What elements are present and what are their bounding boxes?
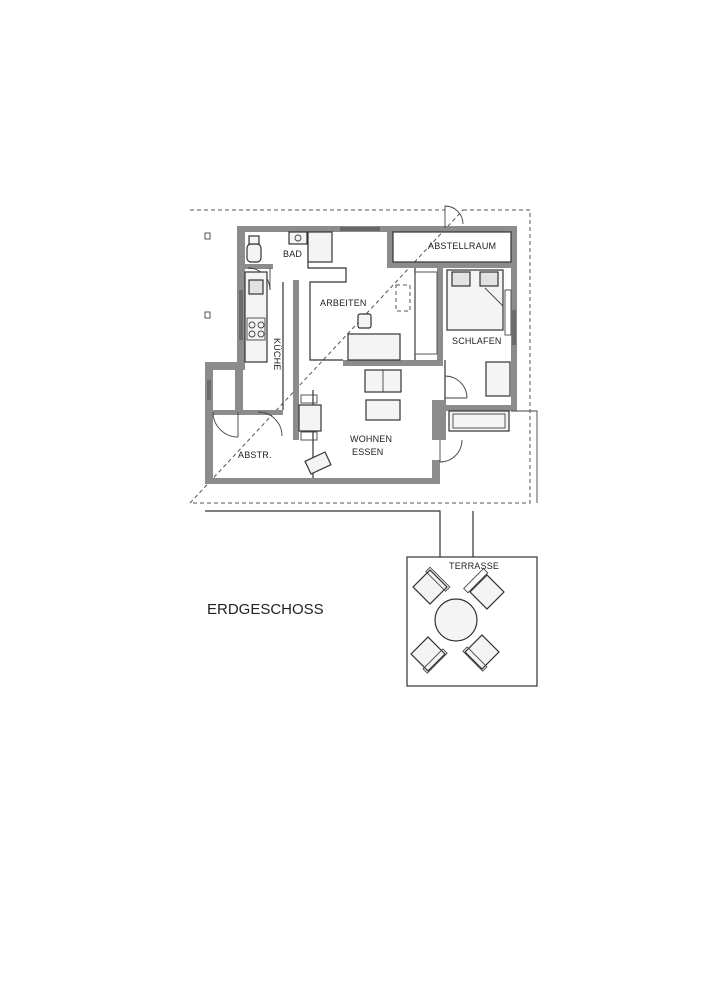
room-label-abstr: ABSTR. xyxy=(238,450,272,460)
doors xyxy=(212,205,468,463)
room-label-terrasse: TERRASSE xyxy=(449,561,499,571)
bedroom-furniture xyxy=(446,269,512,432)
room-label-bad: BAD xyxy=(283,249,302,259)
abstellraum-box xyxy=(392,231,512,263)
bathroom-fixtures xyxy=(246,231,333,263)
terrace xyxy=(406,556,538,687)
room-label-abstellraum: ABSTELLRAUM xyxy=(428,241,496,251)
room-label-essen: ESSEN xyxy=(352,447,384,457)
room-label-kueche: KÜCHE xyxy=(272,338,282,371)
room-label-wohnen: WOHNEN xyxy=(350,434,392,444)
room-label-arbeiten: ARBEITEN xyxy=(320,298,367,308)
floor-title: ERDGESCHOSS xyxy=(207,601,324,618)
exterior-walls xyxy=(205,226,517,484)
interior-walls xyxy=(213,232,517,440)
terrace-edge xyxy=(511,410,538,503)
living-furniture xyxy=(298,369,402,475)
walkway xyxy=(205,510,474,557)
windows xyxy=(207,227,516,400)
property-outline xyxy=(188,209,531,504)
room-label-schlafen: SCHLAFEN xyxy=(452,336,502,346)
marker xyxy=(204,232,211,240)
marker xyxy=(204,311,211,319)
office-furniture xyxy=(347,271,438,361)
kitchen-counter xyxy=(244,271,268,363)
